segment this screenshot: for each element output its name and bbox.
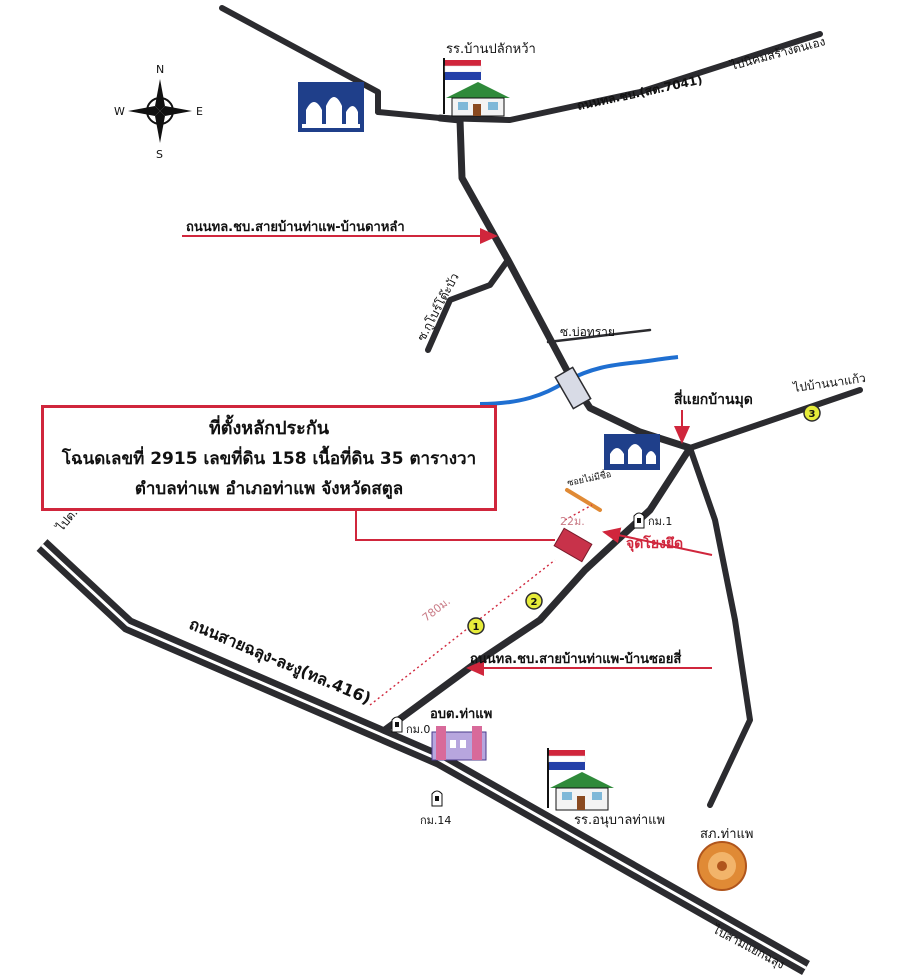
road-unnamed-soi <box>565 488 602 512</box>
road-soi-bo-sai <box>546 328 652 344</box>
marker-1: 1 <box>467 617 485 635</box>
dist-780-label: 780ม. <box>420 595 453 625</box>
distance-780m-line <box>369 559 556 706</box>
sao-label: อบต.ท่าแพ <box>430 707 492 722</box>
road-to-ban-na-kaeo <box>687 387 863 451</box>
school-icon-bottom <box>547 748 614 811</box>
soi-bo-sai-label: ซ.บ่อทราย <box>560 325 615 339</box>
police-badge-icon <box>697 841 747 891</box>
school-bottom-label: รร.อนุบาลท่าแพ <box>574 813 665 828</box>
svg-text:3: 3 <box>809 409 816 420</box>
compass-n: N <box>156 63 164 76</box>
callout-leader <box>355 511 555 541</box>
to-nikhom-label: ไปนิคมสร้างตนเอง <box>728 34 827 73</box>
road-network <box>219 5 863 808</box>
school-icon-top <box>443 58 510 117</box>
sao-building-icon <box>431 726 487 761</box>
compass-rose: N S E W <box>114 63 203 161</box>
callout-deed: โฉนดเลขที่ 2915 เลขที่ดิน 158 เนื้อที่ดิ… <box>61 449 477 469</box>
compass-s: S <box>156 148 163 161</box>
road-top-right-label: ถนนทล.ชบ.(สต.7041) <box>576 73 704 113</box>
arrow-landmark <box>602 527 713 556</box>
km-post-icon-14 <box>431 790 443 807</box>
river <box>479 355 679 406</box>
road-dan-lam-label: ถนนทล.ชบ.สายบ้านท่าแพ-บ้านดาหลำ <box>186 219 405 235</box>
intersection-label: สี่แยกบ้านมุด <box>674 389 753 408</box>
collateral-info-box: ที่ตั้งหลักประกัน โฉนดเลขที่ 2915 เลขที่… <box>41 405 497 511</box>
km-post-icon-0 <box>391 716 403 733</box>
callout-title: ที่ตั้งหลักประกัน <box>208 418 330 439</box>
landmark-label: จุดโยงยึด <box>626 534 683 552</box>
road-south-east <box>687 445 753 808</box>
road-soi-kanphrot <box>425 257 511 353</box>
school-top-label: รร.บ้านปลักหว้า <box>446 42 536 57</box>
svg-text:2: 2 <box>531 597 538 608</box>
mosque-icon <box>298 82 364 132</box>
road-main-north-south <box>436 114 694 452</box>
compass-w: W <box>114 105 125 118</box>
bridge <box>554 366 592 410</box>
callout-location: ตำบลท่าแพ อำเภอท่าแพ จังหวัดสตูล <box>134 479 404 499</box>
collateral-parcel <box>553 527 593 563</box>
km14-label: กม.14 <box>420 814 451 827</box>
dist-22-label: 22ม. <box>560 515 585 528</box>
road-soi-si-label: ถนนทล.ชบ.สายบ้านท่าแพ-บ้านซอยสี่ <box>470 649 681 667</box>
unnamed-soi-label: ซอยไม่มีชื่อ <box>566 467 612 489</box>
km1-label: กม.1 <box>648 515 672 528</box>
marker-3: 3 <box>803 404 821 422</box>
pointer-arrows <box>182 228 713 676</box>
road-tha-phae-soi-si <box>374 444 694 739</box>
km0-label: กม.0 <box>406 723 430 736</box>
distance-22m-line <box>564 504 593 521</box>
compass-e: E <box>196 105 203 118</box>
marker-2: 2 <box>525 592 543 610</box>
mosque-icon-2 <box>604 434 660 470</box>
road-top-east <box>375 31 823 123</box>
km-post-icon-1 <box>633 512 645 529</box>
svg-text:1: 1 <box>473 622 480 633</box>
road-northwest <box>219 5 381 115</box>
highway-416 <box>36 539 810 975</box>
police-label: สภ.ท่าแพ <box>700 827 753 842</box>
